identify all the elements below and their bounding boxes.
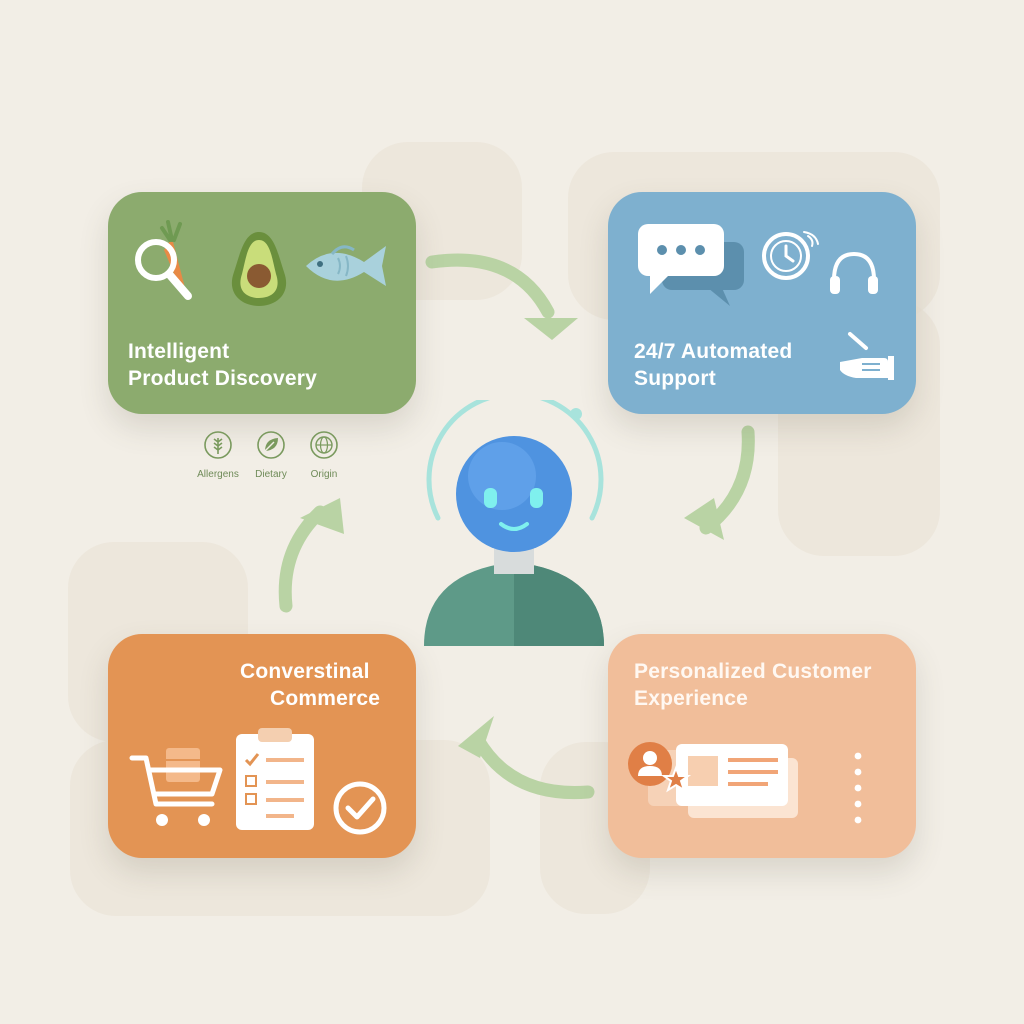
- hand-icon: [840, 332, 894, 380]
- ai-assistant-avatar-icon: [424, 400, 604, 646]
- avocado-icon: [231, 232, 287, 306]
- fish-icon: [306, 245, 386, 286]
- card-title-line: Experience: [634, 687, 749, 710]
- arrowhead: [524, 318, 578, 340]
- arrowhead: [300, 498, 344, 534]
- card-title-line: 24/7 Automated: [634, 340, 793, 363]
- globe-icon: [310, 431, 338, 459]
- profile-cards-icon: [648, 744, 798, 818]
- card-title-line: Support: [634, 367, 716, 390]
- shopping-cart-icon: [129, 748, 223, 826]
- tag-label: Allergens: [197, 469, 239, 480]
- tag-dietary: Dietary: [231, 430, 311, 480]
- card-title: 24/7 Automated Support: [634, 338, 792, 392]
- card-title: Personalized Customer Experience: [634, 658, 872, 712]
- vertical-dots-icon: [854, 752, 862, 824]
- card-product-discovery: Intelligent Product Discovery: [108, 192, 416, 414]
- wheat-icon: [204, 431, 232, 459]
- card-title-line: Product Discovery: [128, 367, 317, 390]
- arrowhead: [458, 716, 494, 758]
- arrow-personalized-to-commerce: [471, 733, 595, 800]
- tag-label: Dietary: [255, 469, 287, 480]
- card-personalized-experience: Personalized Customer Experience: [608, 634, 916, 858]
- arrowhead: [684, 498, 724, 540]
- tag-allergens: Allergens: [178, 430, 258, 480]
- tag-origin: Origin: [284, 430, 364, 480]
- card-title-line: Converstinal: [240, 660, 370, 683]
- headset-icon: [830, 251, 878, 294]
- arrow-discovery-to-support: [425, 253, 555, 319]
- magnifier-carrot-icon: [135, 220, 192, 300]
- card-title-line: Intelligent: [128, 340, 230, 363]
- card-title-line: Personalized Customer: [634, 660, 872, 683]
- card-automated-support: 24/7 Automated Support: [608, 192, 916, 414]
- card-title: Converstinal Commerce: [240, 658, 380, 712]
- tag-label: Origin: [310, 469, 338, 480]
- leaf-icon: [257, 431, 285, 459]
- user-star-icon: [628, 742, 692, 793]
- card-title: Intelligent Product Discovery: [128, 338, 317, 392]
- clock-icon: [762, 231, 819, 280]
- chat-bubbles-icon: [638, 224, 744, 306]
- card-conversational-commerce: Converstinal Commerce: [108, 634, 416, 858]
- checklist-icon: [236, 728, 314, 830]
- checkmark-circle-icon: [333, 781, 387, 835]
- card-title-line: Commerce: [270, 687, 381, 710]
- arrow-commerce-to-discovery: [278, 505, 327, 613]
